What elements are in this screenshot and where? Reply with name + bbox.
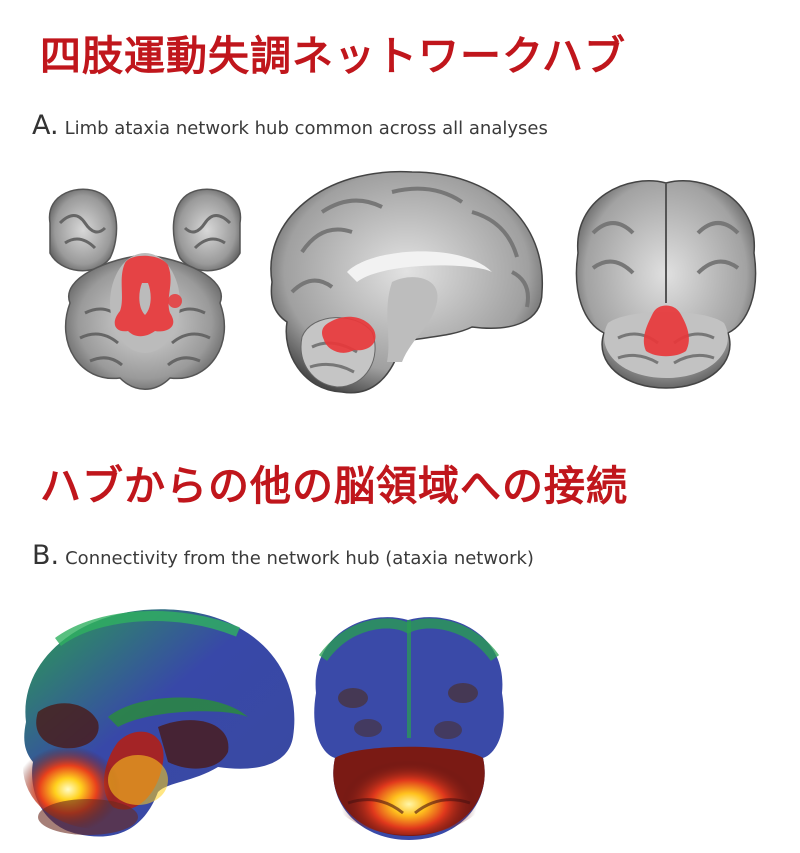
panel-a-letter: A.	[32, 110, 59, 141]
hub-overlay-sagittal	[322, 316, 376, 353]
panel-a-caption: A.Limb ataxia network hub common across …	[32, 110, 548, 141]
panel-b-caption-text: Connectivity from the network hub (ataxi…	[65, 548, 534, 569]
panel-b-letter: B.	[32, 540, 60, 571]
hub-overlay-axial	[114, 255, 174, 337]
hub-overlay-coronal	[643, 305, 689, 357]
coronal-brain-slice	[575, 180, 757, 389]
panel-b-caption: B.Connectivity from the network hub (ata…	[32, 540, 534, 571]
hub-heading-jp: 四肢運動失調ネットワークハブ	[40, 32, 626, 80]
connectivity-coronal-map	[314, 617, 504, 840]
sagittal-brain-slice	[270, 171, 543, 394]
connectivity-sagittal-map	[23, 609, 295, 837]
panel-a-caption-text: Limb ataxia network hub common across al…	[64, 118, 548, 139]
axial-brain-slice	[48, 188, 242, 390]
connectivity-heading-jp: ハブからの他の脳領域への接続	[40, 462, 628, 510]
